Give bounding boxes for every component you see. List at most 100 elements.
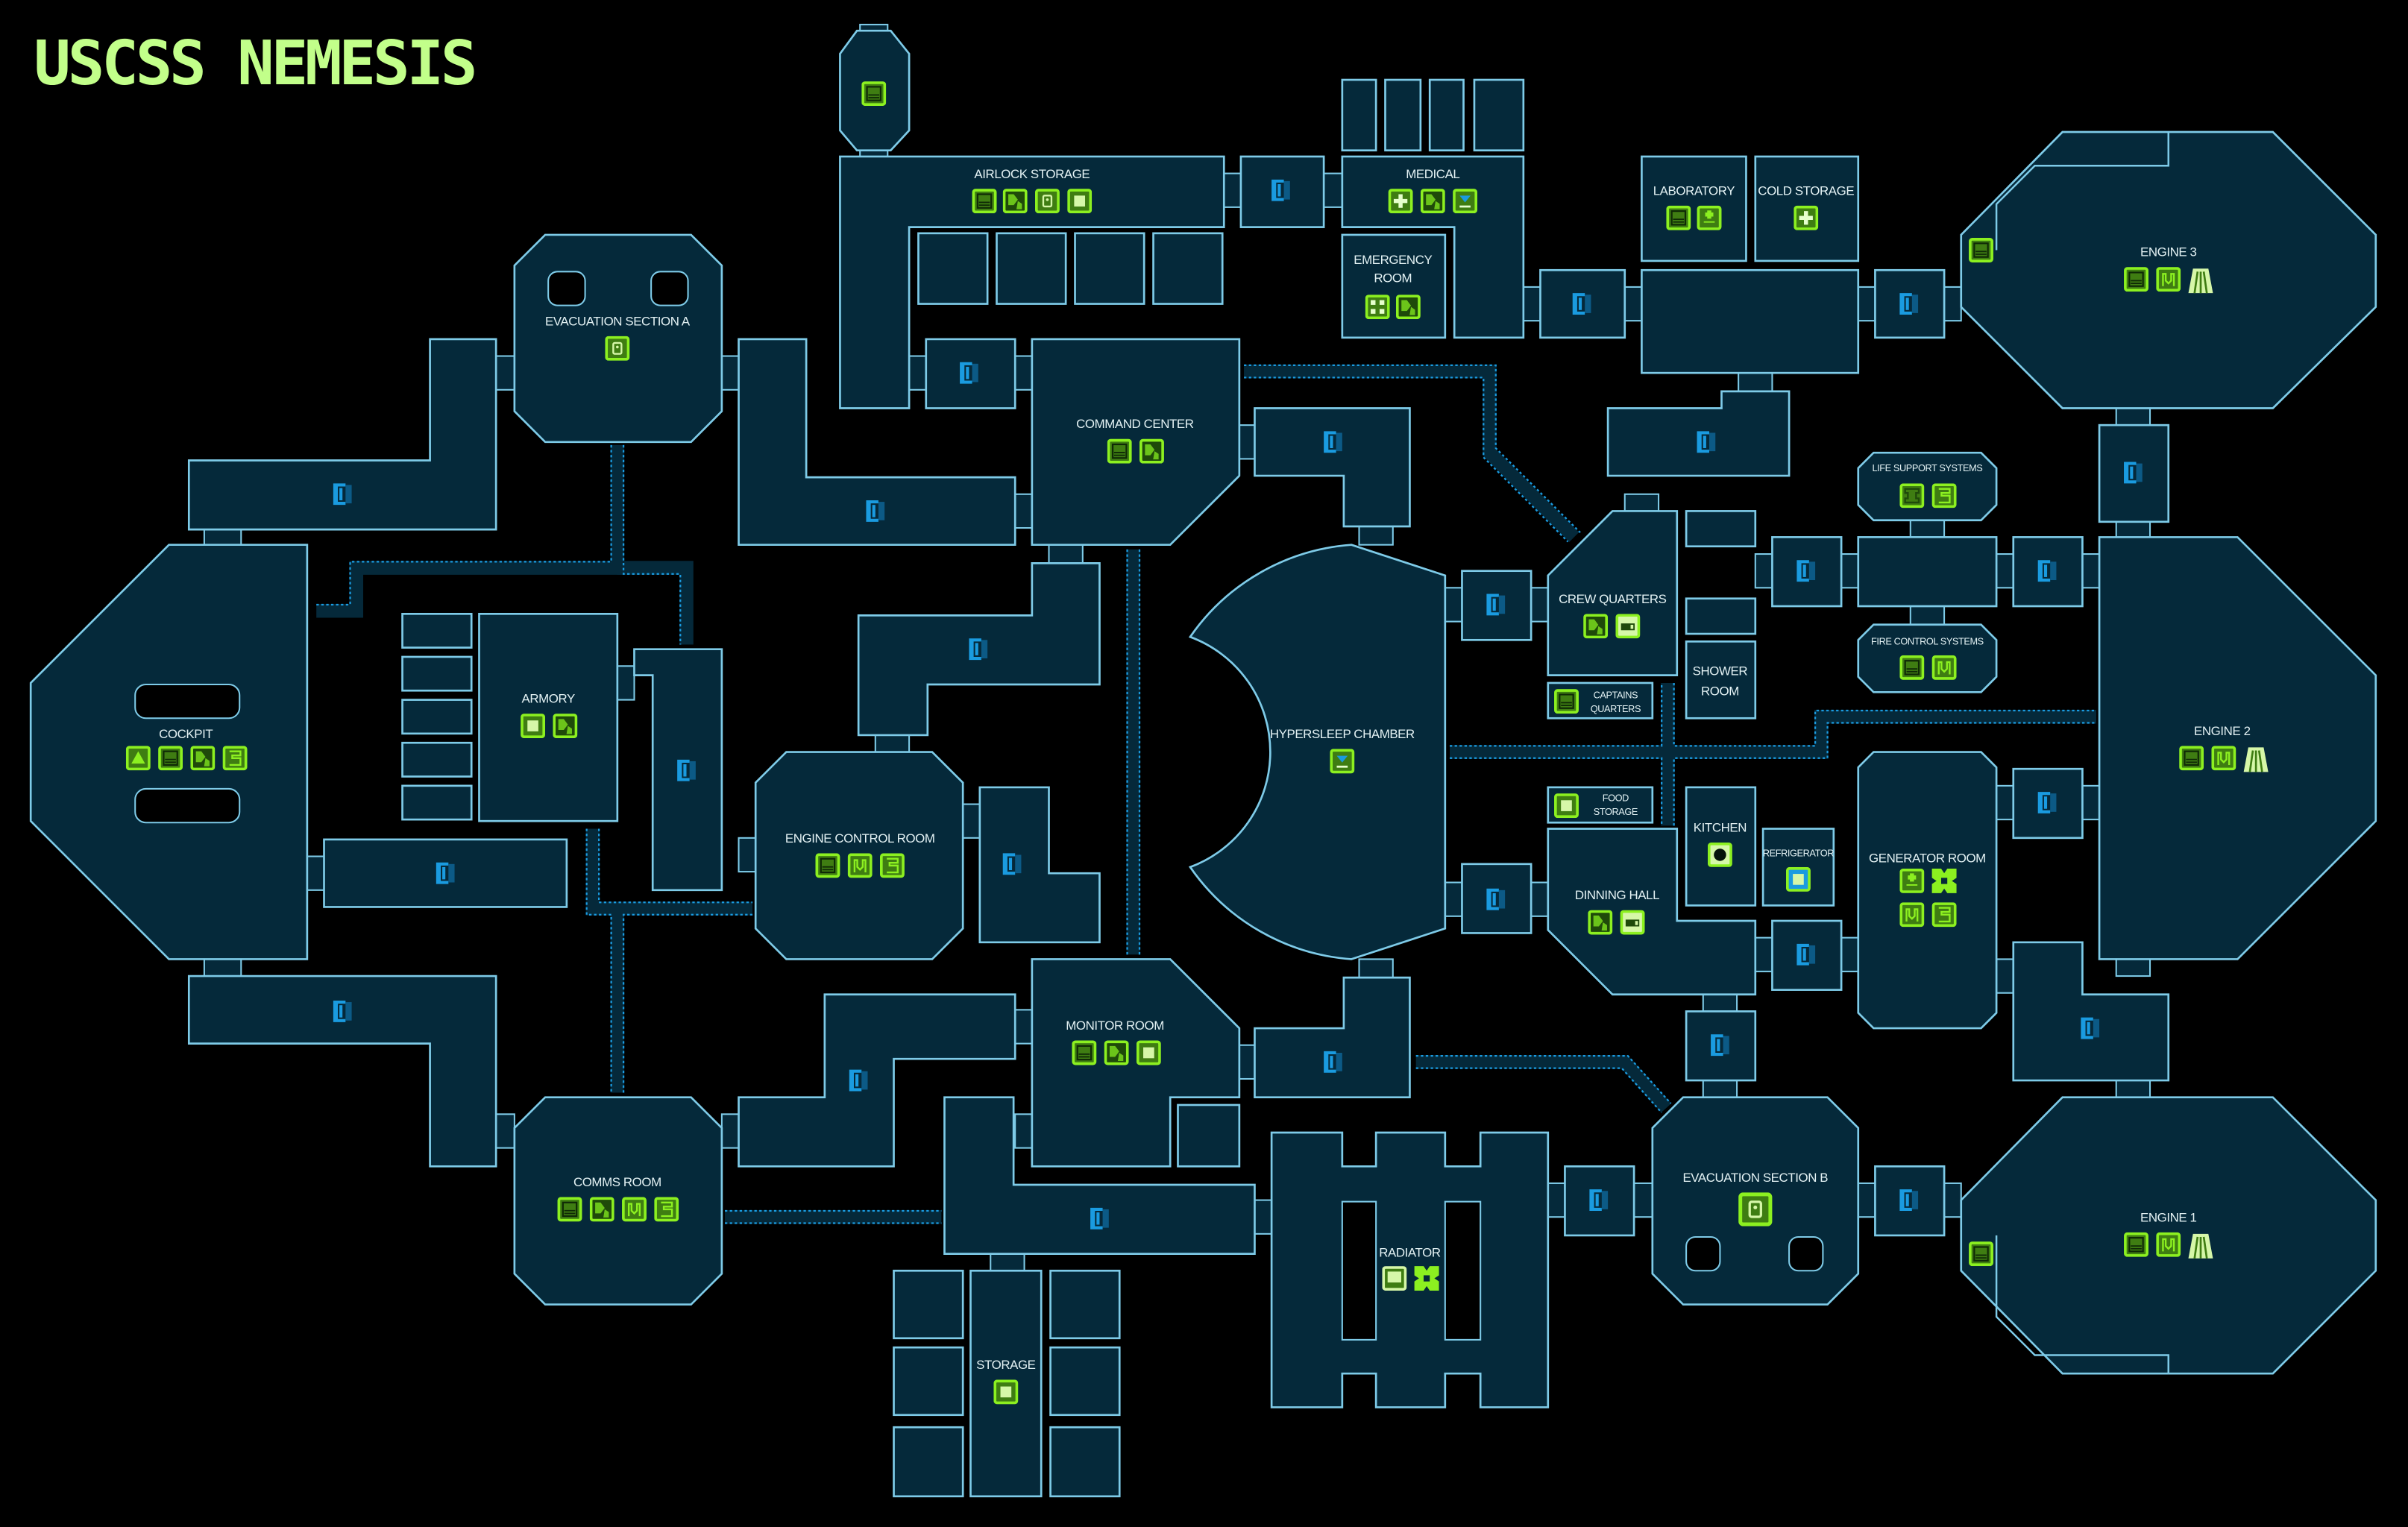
ship-title: USCSS NEMESIS bbox=[34, 28, 474, 99]
room-monitor[interactable]: MONITOR ROOM bbox=[1031, 958, 1241, 1168]
room-cockpit[interactable]: COCKPIT bbox=[29, 544, 309, 960]
room-kitchen[interactable]: KITCHEN bbox=[1685, 786, 1757, 907]
room-label: REFRIGERATOR bbox=[1763, 848, 1834, 859]
room-label: ENGINE 1 bbox=[2140, 1210, 2197, 1224]
hazard-icon bbox=[1583, 614, 1609, 639]
room-engine-1[interactable]: ENGINE 1 bbox=[1960, 1096, 2377, 1375]
room-label: QUARTERS bbox=[1591, 703, 1641, 714]
crate-icon bbox=[521, 714, 546, 739]
vent-ducts bbox=[316, 364, 2096, 1224]
room-storage[interactable]: STORAGE bbox=[969, 1269, 1043, 1498]
escape-pod-icon bbox=[1034, 189, 1060, 214]
terminal-icon bbox=[158, 746, 183, 771]
room-label: KITCHEN bbox=[1694, 821, 1747, 835]
room-label: COMMAND CENTER bbox=[1076, 417, 1194, 431]
room-label: MEDICAL bbox=[1406, 167, 1459, 181]
vent-icon bbox=[1931, 655, 1957, 680]
room-label: STORAGE bbox=[976, 1358, 1036, 1372]
battery-icon bbox=[1697, 205, 1722, 230]
room-cold-storage[interactable]: COLD STORAGE bbox=[1754, 155, 1860, 262]
room-command-center[interactable]: COMMAND CENTER bbox=[1031, 338, 1241, 547]
terminal-icon bbox=[1666, 205, 1691, 230]
room-label: LABORATORY bbox=[1653, 183, 1735, 198]
room-label: SHOWER bbox=[1693, 664, 1748, 679]
room-engine-2[interactable]: ENGINE 2 bbox=[2098, 536, 2377, 960]
room-food-storage[interactable]: FOOD STORAGE bbox=[1547, 786, 1654, 824]
room-shower[interactable]: SHOWER ROOM bbox=[1685, 640, 1757, 720]
locker-icon bbox=[222, 746, 248, 771]
terminal-icon bbox=[972, 189, 997, 214]
room-laboratory[interactable]: LABORATORY bbox=[1641, 155, 1747, 262]
room-radiator[interactable]: RADIATOR bbox=[1270, 1131, 1550, 1408]
hazard-icon bbox=[589, 1197, 614, 1222]
medkit-icon bbox=[1794, 205, 1819, 230]
room-generator[interactable]: GENERATOR ROOM bbox=[1857, 751, 1998, 1030]
room-medical[interactable]: MEDICAL bbox=[1341, 155, 1525, 339]
room-hypersleep-chamber[interactable]: HYPERSLEEP CHAMBER bbox=[1188, 544, 1447, 960]
terminal-icon bbox=[557, 1197, 582, 1222]
escape-pod-icon bbox=[605, 336, 630, 361]
room-label: FIRE CONTROL SYSTEMS bbox=[1871, 635, 1984, 646]
room-evacuation-section-a[interactable]: EVACUATION SECTION A bbox=[513, 233, 723, 444]
room-label: ARMORY bbox=[522, 692, 575, 706]
crate-icon bbox=[1067, 189, 1093, 214]
filter-icon bbox=[1899, 483, 1925, 509]
room-label: GENERATOR ROOM bbox=[1869, 851, 1986, 866]
room-label: AIRLOCK STORAGE bbox=[974, 167, 1090, 181]
room-label: CAPTAINS bbox=[1594, 690, 1638, 701]
hazard-icon bbox=[190, 746, 216, 771]
room-label: HYPERSLEEP CHAMBER bbox=[1270, 727, 1415, 741]
room-fire-control-systems[interactable]: FIRE CONTROL SYSTEMS bbox=[1857, 623, 1998, 693]
room-label: MONITOR ROOM bbox=[1066, 1018, 1164, 1033]
room-crew-quarters[interactable]: CREW QUARTERS bbox=[1547, 510, 1679, 676]
fridge-icon bbox=[1785, 866, 1811, 892]
hatch-icon bbox=[861, 81, 887, 107]
room-label: ENGINE 3 bbox=[2140, 245, 2197, 259]
vent-icon bbox=[2156, 267, 2181, 292]
room-airlock-storage[interactable]: AIRLOCK STORAGE bbox=[839, 155, 1225, 409]
hazard-icon bbox=[1139, 438, 1164, 464]
terminal-icon bbox=[1072, 1040, 1097, 1065]
terminal-icon bbox=[1899, 655, 1925, 680]
screen-icon bbox=[1382, 1266, 1407, 1291]
crate-icon bbox=[993, 1379, 1019, 1405]
room-evacuation-section-b[interactable]: EVACUATION SECTION B bbox=[1651, 1096, 1860, 1306]
room-life-support-systems[interactable]: LIFE SUPPORT SYSTEMS bbox=[1857, 451, 1998, 522]
cryo-icon bbox=[1330, 749, 1355, 774]
escape-pod-icon bbox=[1741, 1194, 1770, 1224]
terminal-icon bbox=[1969, 238, 1993, 262]
dice-icon bbox=[1365, 295, 1390, 320]
room-label: RADIATOR bbox=[1379, 1246, 1441, 1260]
hazard-icon bbox=[1420, 189, 1445, 214]
terminal-icon bbox=[815, 853, 840, 878]
room-label: ROOM bbox=[1701, 684, 1739, 698]
hazard-icon bbox=[1104, 1040, 1129, 1065]
room-label: ENGINE CONTROL ROOM bbox=[785, 831, 935, 846]
room-label: COLD STORAGE bbox=[1758, 183, 1854, 198]
hazard-icon bbox=[1395, 295, 1421, 320]
room-engine-control[interactable]: ENGINE CONTROL ROOM bbox=[754, 751, 964, 960]
battery-icon bbox=[1899, 868, 1925, 893]
room-dinning-hall[interactable]: DINNING HALL bbox=[1547, 828, 1757, 996]
room-armory[interactable]: ARMORY bbox=[478, 612, 619, 822]
terminal-icon bbox=[1554, 689, 1579, 714]
locker-icon bbox=[654, 1197, 679, 1222]
room-comms[interactable]: COMMS ROOM bbox=[513, 1096, 723, 1306]
crate-icon bbox=[1136, 1040, 1161, 1065]
room-label: CREW QUARTERS bbox=[1559, 592, 1667, 606]
terminal-icon bbox=[1107, 438, 1132, 464]
bed-icon bbox=[1620, 910, 1645, 935]
room-label: FOOD bbox=[1603, 792, 1629, 803]
cryo-icon bbox=[1453, 189, 1478, 214]
locker-icon bbox=[1931, 902, 1957, 928]
vent-icon bbox=[2211, 746, 2236, 771]
locker-icon bbox=[1931, 483, 1957, 509]
room-captains-quarters[interactable]: CAPTAINS QUARTERS bbox=[1547, 681, 1654, 720]
room-label: EVACUATION SECTION B bbox=[1682, 1171, 1828, 1185]
room-label: DINNING HALL bbox=[1575, 888, 1659, 902]
room-emergency[interactable]: EMERGENCY ROOM bbox=[1341, 233, 1447, 339]
hazard-icon bbox=[553, 714, 578, 739]
room-engine-3[interactable]: ENGINE 3 bbox=[1960, 130, 2377, 409]
room-refrigerator[interactable]: REFRIGERATOR bbox=[1761, 828, 1835, 907]
